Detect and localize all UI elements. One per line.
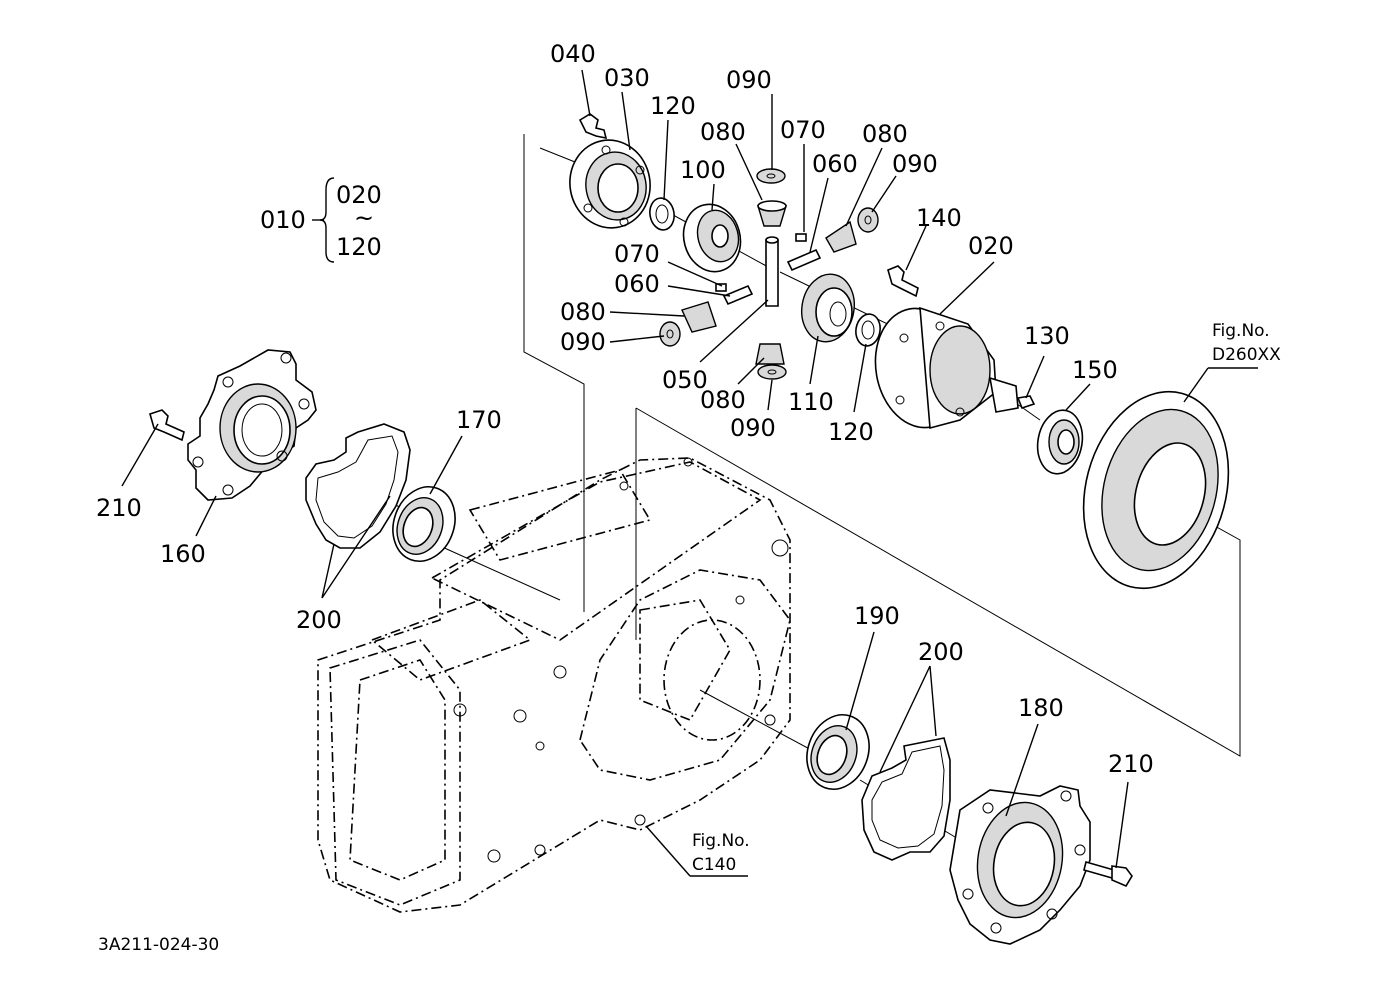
- callout-210: 210: [1108, 750, 1154, 778]
- callout-170: 170: [456, 406, 502, 434]
- callout-120: 120: [650, 92, 696, 120]
- washer-090-left: [659, 321, 681, 347]
- callout-070: 070: [780, 116, 826, 144]
- bolt-210-right: [1083, 861, 1133, 888]
- callout-090: 090: [726, 66, 772, 94]
- callout-090: 090: [892, 150, 938, 178]
- callout-110: 110: [788, 388, 834, 416]
- side-gear-100: [682, 203, 742, 273]
- pin-060-left: [722, 284, 754, 306]
- washer-120-top: [649, 197, 675, 231]
- callout-080: 080: [862, 120, 908, 148]
- callout-060: 060: [812, 150, 858, 178]
- bearing-150: [1036, 409, 1084, 475]
- group-bracket: 010 020 ~ 120: [260, 177, 382, 263]
- pin-060-right: [786, 248, 822, 272]
- shaft-050: [765, 236, 779, 307]
- transmission-case: [317, 457, 791, 913]
- washer-090-top: [756, 168, 786, 184]
- bearing-170: [392, 486, 456, 562]
- cover-030: [569, 139, 651, 229]
- callout-160: 160: [160, 540, 206, 568]
- callout-100: 100: [680, 156, 726, 184]
- bolt-140: [887, 265, 919, 298]
- side-gear-110: [801, 273, 855, 343]
- callout-040: 040: [550, 40, 596, 68]
- figure-ref-label: Fig.No.: [692, 831, 750, 851]
- callout-060: 060: [614, 270, 660, 298]
- callout-050: 050: [662, 366, 708, 394]
- callout-080: 080: [700, 386, 746, 414]
- diff-case-020: [874, 306, 1019, 430]
- washer-090-bottom: [757, 364, 787, 380]
- figure-ref-number: D260XX: [1212, 345, 1281, 365]
- callout-150: 150: [1072, 356, 1118, 384]
- callout-030: 030: [604, 64, 650, 92]
- callout-200: 200: [918, 638, 964, 666]
- pin-070-left: [715, 283, 727, 292]
- callout-020: 020: [968, 232, 1014, 260]
- callout-090: 090: [560, 328, 606, 356]
- drawing-code: 3A211-024-30: [98, 935, 219, 955]
- callout-180: 180: [1018, 694, 1064, 722]
- left-flange-160: [187, 349, 317, 501]
- callout-120: 120: [828, 418, 874, 446]
- pinion-080-top: [757, 200, 787, 227]
- callout-140: 140: [916, 204, 962, 232]
- figure-ref-top-right: Fig.No. D260XX: [1212, 321, 1281, 365]
- pinion-080-left: [681, 301, 717, 333]
- figure-ref-bottom: Fig.No. C140: [692, 831, 750, 875]
- callout-210: 210: [96, 494, 142, 522]
- callout-090: 090: [730, 414, 776, 442]
- shims-200-right: [861, 737, 951, 861]
- group-range-start: 020: [336, 181, 382, 209]
- washer-120-right: [855, 313, 881, 347]
- pinion-080-right: [825, 220, 857, 253]
- leader-lines: [121, 69, 1258, 877]
- shims-200-left: [305, 423, 411, 549]
- callout-190: 190: [854, 602, 900, 630]
- group-range-separator: ~: [354, 204, 374, 232]
- callout-070: 070: [614, 240, 660, 268]
- right-flange-180: [949, 785, 1091, 945]
- callout-130: 130: [1024, 322, 1070, 350]
- callout-080: 080: [560, 298, 606, 326]
- washer-090-right: [857, 207, 879, 233]
- ring-gear: [1082, 390, 1230, 590]
- pin-070-right: [795, 233, 807, 242]
- callout-080: 080: [700, 118, 746, 146]
- callout-200: 200: [296, 606, 342, 634]
- bolt-040: [578, 113, 608, 140]
- bearing-190: [806, 714, 870, 790]
- bolt-210-left: [149, 409, 185, 442]
- figure-ref-number: C140: [692, 855, 736, 875]
- group-range-end: 120: [336, 233, 382, 261]
- callout-labels: 040 030 120 090 080 070 100 060 080 090 …: [96, 40, 1154, 778]
- figure-ref-label: Fig.No.: [1212, 321, 1270, 341]
- group-parent-number: 010: [260, 206, 306, 234]
